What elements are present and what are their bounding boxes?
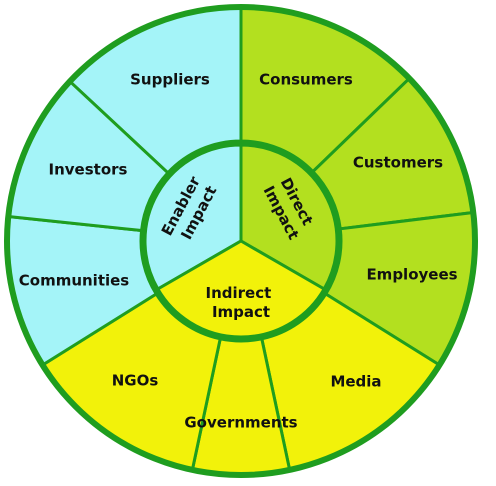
segment-label-suppliers: Suppliers	[130, 71, 210, 89]
outer-ring	[4, 4, 478, 478]
core-label-indirect-line2: Impact	[212, 303, 270, 321]
segment-label-ngos: NGOs	[112, 372, 159, 390]
segment-label-media: Media	[330, 373, 381, 391]
segment-label-communities: Communities	[19, 272, 130, 290]
segment-label-investors: Investors	[49, 161, 128, 179]
segment-label-governments: Governments	[184, 414, 297, 432]
inner-circle	[140, 140, 342, 342]
segment-label-customers: Customers	[353, 154, 443, 172]
core-label-indirect: Indirect Impact	[205, 284, 276, 321]
core-label-indirect-line1: Indirect	[205, 284, 271, 302]
inner-rim	[140, 140, 342, 342]
outer-rim	[4, 4, 478, 478]
segment-label-consumers: Consumers	[259, 71, 353, 89]
segment-label-employees: Employees	[366, 266, 457, 284]
